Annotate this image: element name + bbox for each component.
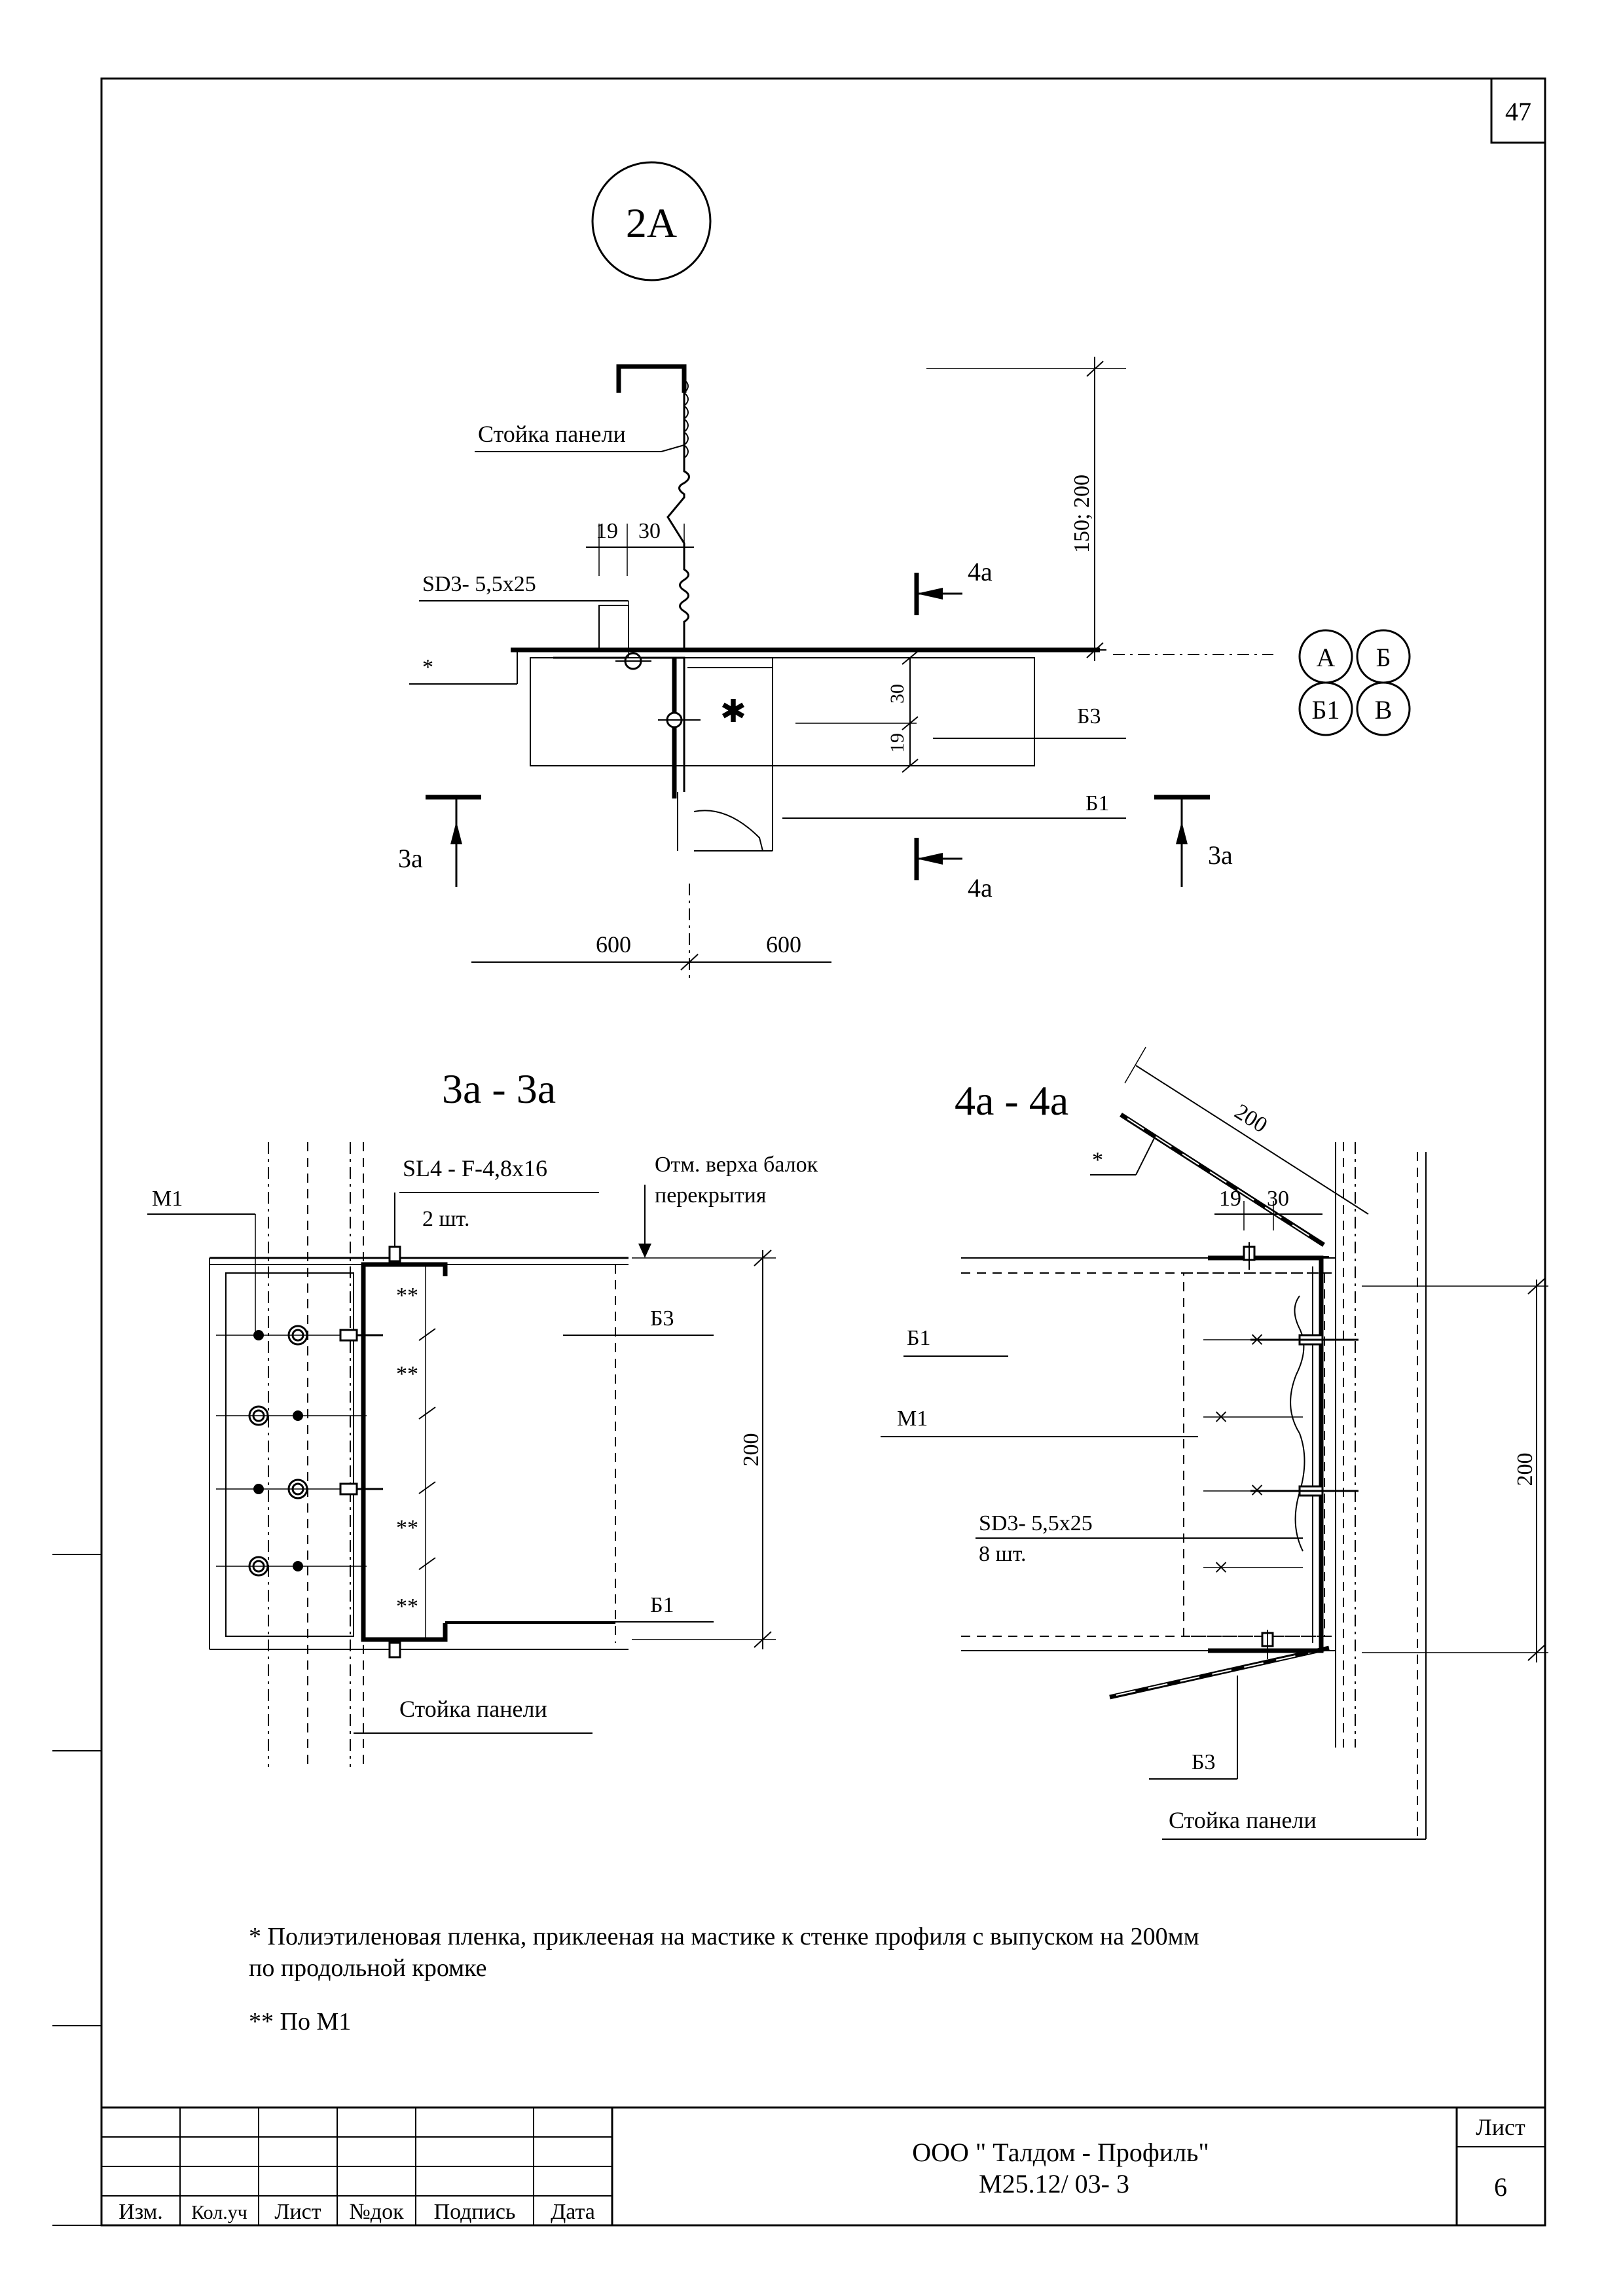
section3-label-b1: Б1 — [650, 1593, 674, 1617]
tb-doc-code: М25.12/ 03- 3 — [979, 2169, 1129, 2198]
notes: * Полиэтиленовая пленка, приклееная на м… — [249, 1921, 1427, 2060]
section3-label-sl4: SL4 - F-4,8x16 — [403, 1155, 547, 1181]
title-block: Изм. Кол.уч Лист №док Подпись Дата ООО "… — [101, 2106, 1545, 2225]
tb-podpis: Подпись — [434, 2200, 516, 2224]
star-mark: ✱ — [720, 694, 746, 729]
screws-4a: × × × × — [1203, 1242, 1359, 1659]
double-star-4: ** — [396, 1594, 418, 1619]
plan-label-stoyka: Стойка панели — [478, 421, 626, 447]
plan-label-b1: Б1 — [1085, 791, 1110, 816]
tb-izm: Изм. — [119, 2200, 163, 2224]
section3-label-qty: 2 шт. — [422, 1207, 469, 1231]
section-4a-bottom: 4а — [968, 873, 993, 903]
tb-kol: Кол.уч — [191, 2202, 247, 2223]
section3-otm-1: Отм. верха балок — [655, 1153, 818, 1177]
note-1-line-2: по продольной кромке — [249, 1954, 487, 1982]
screws-3a — [339, 1246, 401, 1659]
double-star-2: ** — [396, 1362, 418, 1386]
plan-dim-30-vert: 30 — [886, 684, 908, 704]
section4-label-b3: Б3 — [1192, 1750, 1216, 1774]
section-3a-left: 3а — [398, 844, 423, 873]
page-number: 47 — [1505, 97, 1531, 126]
section-4a-top: 4а — [968, 557, 993, 586]
section4-label-m1: М1 — [897, 1407, 928, 1431]
section4-label-b1: Б1 — [907, 1326, 931, 1350]
panel-post-profile — [616, 364, 687, 393]
node-label: 2А — [591, 161, 712, 281]
section4-label-screw: SD3- 5,5x25 — [979, 1511, 1093, 1535]
plan-label-screw: SD3- 5,5x25 — [422, 572, 536, 596]
section4-title: 4а - 4а — [955, 1077, 1068, 1124]
axis-b1: Б1 — [1312, 695, 1340, 725]
axis-v: В — [1375, 695, 1393, 725]
section4-dim-200-diag: 200 — [1230, 1100, 1271, 1138]
section4-dim-200: 200 — [1513, 1453, 1537, 1486]
section4-label-qty: 8 шт. — [979, 1542, 1026, 1566]
section4-asterisk: * — [1092, 1148, 1103, 1172]
tb-sheet-label: Лист — [1476, 2114, 1525, 2140]
plan-dim-600-right: 600 — [766, 931, 801, 958]
section-4a-4a: 4а - 4а 200 * 19 30 — [881, 1047, 1548, 1840]
section3-title: 3а - 3а — [442, 1066, 556, 1112]
plan-label-b3: Б3 — [1077, 704, 1101, 728]
double-star-3: ** — [396, 1516, 418, 1540]
section4-label-stoyka: Стойка панели — [1169, 1807, 1317, 1833]
axis-bubbles: А Б Б1 В — [1298, 629, 1411, 736]
tb-sheet-number: 6 — [1494, 2172, 1507, 2202]
plan-dim-19-vert: 19 — [886, 733, 908, 753]
section3-label-stoyka: Стойка панели — [399, 1696, 547, 1722]
plan-dim-height: 150; 200 — [1070, 475, 1094, 553]
section-3a-right: 3а — [1208, 840, 1233, 870]
section4-dim-30: 30 — [1267, 1187, 1289, 1211]
axis-a: А — [1317, 643, 1336, 672]
tb-data: Дата — [551, 2200, 595, 2224]
section3-label-m1: М1 — [152, 1187, 183, 1211]
plan-dim-30: 30 — [638, 519, 661, 543]
section3-otm-2: перекрытия — [655, 1183, 767, 1208]
node-label-text: 2А — [626, 200, 677, 246]
page-number-box: 47 — [1490, 77, 1546, 144]
note-1-line-1: * Полиэтиленовая пленка, приклееная на м… — [249, 1923, 1199, 1950]
double-star-1: ** — [396, 1283, 418, 1308]
plan-dim-600-left: 600 — [596, 931, 631, 958]
plan-detail: ✱ Стойка панели 19 30 SD3- 5,5x25 * 150;… — [398, 357, 1411, 978]
tb-company: ООО " Талдом - Профиль" — [912, 2138, 1209, 2167]
tb-ndok: №док — [349, 2200, 404, 2224]
section4-dim-19: 19 — [1219, 1187, 1241, 1211]
section-3a-3a: 3а - 3а — [147, 1066, 818, 1767]
panel-post-web — [666, 367, 690, 650]
note-1: * Полиэтиленовая пленка, приклееная на м… — [249, 1921, 1427, 1984]
section3-label-b3: Б3 — [650, 1306, 674, 1331]
section3-dim-200: 200 — [739, 1433, 763, 1467]
note-2: ** По М1 — [249, 2008, 352, 2036]
tb-list: Лист — [274, 2200, 321, 2224]
plan-asterisk: * — [422, 655, 433, 679]
axis-b: Б — [1376, 643, 1391, 672]
sheet-frame — [52, 77, 1546, 2227]
